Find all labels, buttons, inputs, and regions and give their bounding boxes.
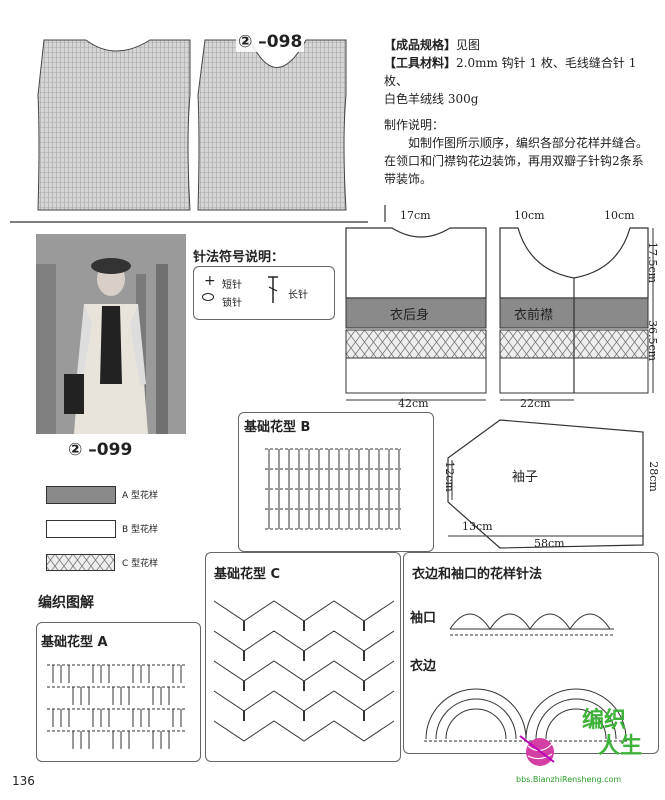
symbols-box: + 短针 锁针 长针 xyxy=(193,266,335,320)
instructions-line-2: 在领口和门襟钩花边装饰，再用双瓣子针钩2条系 xyxy=(384,154,644,168)
sleeve-width-measure: 58cm xyxy=(534,537,565,550)
long-stitch-icon xyxy=(268,276,278,303)
symbols-title: 针法符号说明： xyxy=(193,250,285,265)
back-width-measure: 42cm xyxy=(398,397,429,410)
tools-head: 【工具材料】 xyxy=(384,56,457,70)
front-neck-right-measure: 10cm xyxy=(604,209,635,222)
basic-pattern-b-box: 基础花型 B xyxy=(238,412,434,552)
front-label: 衣前襟 xyxy=(514,308,554,323)
model-photo xyxy=(36,234,186,434)
photo-caption: ② –099 xyxy=(68,440,133,460)
legend-c-label: C 型花样 xyxy=(122,559,159,569)
basic-pattern-a-chart xyxy=(47,664,187,749)
legend-b-label: B 型花样 xyxy=(122,525,159,535)
basic-pattern-c-chart xyxy=(213,600,395,742)
chain-stitch-icon xyxy=(202,293,214,301)
spec-block: 【成品规格】见图 【工具材料】2.0mm 钩针 1 枚、毛线缝合针 1 枚、 白… xyxy=(384,36,664,188)
front-neck-left-measure: 10cm xyxy=(514,209,545,222)
back-neck-measure: 17cm xyxy=(400,209,431,222)
instructions-line-3: 带装饰。 xyxy=(384,172,433,186)
sleeve-length-measure: 28cm xyxy=(646,461,660,492)
watermark-line-1: 编织 xyxy=(582,708,627,733)
sleeve-cuff-measure: 12cm xyxy=(442,461,456,492)
tools-value-2: 白色羊绒线 300g xyxy=(384,92,479,106)
basic-pattern-b-title: 基础花型 B xyxy=(244,420,311,435)
knit-chart-title: 编织图解 xyxy=(38,595,94,611)
legend-a-swatch xyxy=(46,486,116,504)
basic-pattern-c-title: 基础花型 C xyxy=(214,567,281,582)
basic-pattern-a-title: 基础花型 A xyxy=(41,635,108,650)
watermark-line-2: 人生 xyxy=(598,734,643,759)
hem-label: 衣边 xyxy=(410,659,437,674)
size-head: 【成品规格】 xyxy=(384,38,457,52)
basic-pattern-c-box: 基础花型 C xyxy=(205,552,401,762)
cuff-label: 袖口 xyxy=(410,611,437,626)
watermark-url: bbs.BianzhiRensheng.com xyxy=(516,775,622,784)
edge-pattern-box: 衣边和袖口的花样针法 袖口 衣边 xyxy=(403,552,659,754)
legend-a-label: A 型花样 xyxy=(122,491,159,501)
tools-value-1: 2.0mm 钩针 1 枚、毛线缝合针 1 枚、 xyxy=(384,56,637,88)
legend-b-swatch xyxy=(46,520,116,538)
sleeve-short-measure: 13cm xyxy=(462,520,493,533)
basic-pattern-a-box: 基础花型 A xyxy=(36,622,201,762)
instructions-title: 制作说明： xyxy=(384,118,445,132)
page-number: 136 xyxy=(12,774,35,788)
size-value: 见图 xyxy=(456,38,481,52)
watermark-logo: 编织 人生 xyxy=(572,702,662,762)
yarn-ball-icon xyxy=(519,735,555,766)
long-stitch-label: 长针 xyxy=(288,290,308,301)
legend-c-swatch xyxy=(46,554,115,571)
short-stitch-label: 短针 xyxy=(222,280,242,291)
chain-stitch-label: 锁针 xyxy=(222,298,242,309)
edge-pattern-title: 衣边和袖口的花样针法 xyxy=(412,567,543,582)
top-height-measure: 17.5cm xyxy=(646,241,660,284)
legend: A 型花样 B 型花样 C 型花样 xyxy=(46,486,186,576)
sleeve-label: 袖子 xyxy=(512,470,539,485)
basic-pattern-b-chart xyxy=(265,448,401,530)
short-stitch-icon: + xyxy=(204,273,216,289)
top-diagram-label: ② –098 xyxy=(236,32,305,52)
instructions-line-1: 如制作图所示顺序，编织各部分花样并缝合。 xyxy=(408,136,649,150)
front-width-measure: 22cm xyxy=(520,397,551,410)
back-label: 衣后身 xyxy=(390,308,430,323)
body-height-measure: 36.5cm xyxy=(646,319,660,362)
